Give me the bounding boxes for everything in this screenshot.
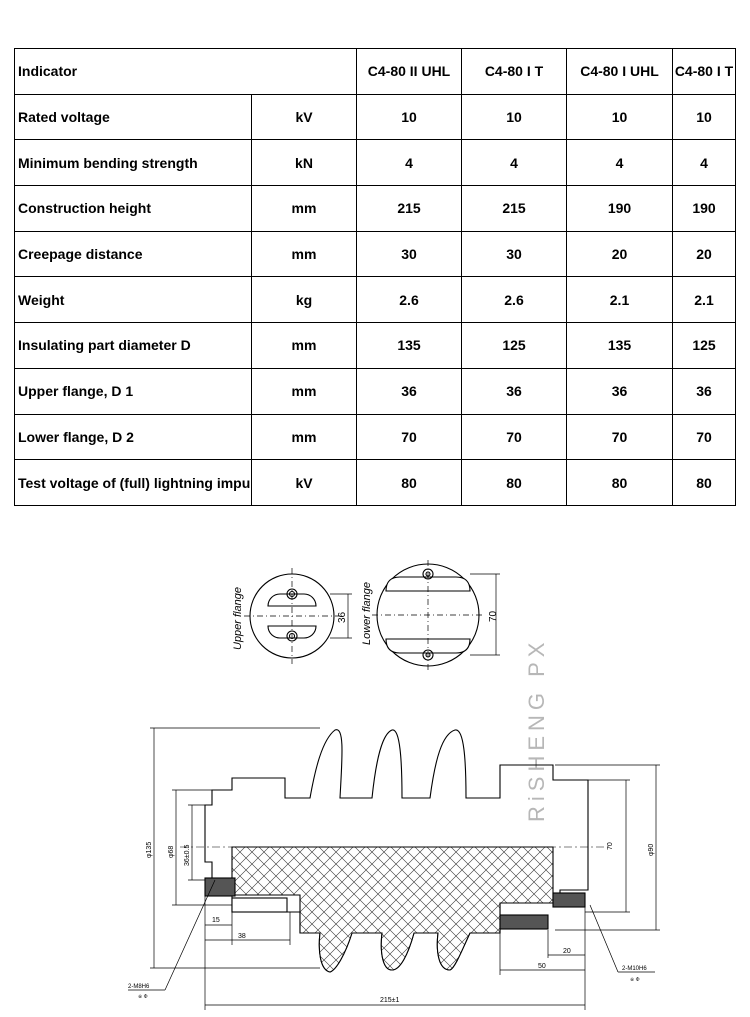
row-unit: mm <box>251 185 357 232</box>
row-value: 215 <box>356 185 462 232</box>
dim-90: φ90 <box>648 844 655 856</box>
row-unit: mm <box>251 322 357 369</box>
row-value: 30 <box>356 230 462 278</box>
table-row: Upper flange, D 1 mm 36 36 36 36 <box>14 367 736 415</box>
row-value: 125 <box>461 322 567 369</box>
dim-38: 38 <box>238 933 246 940</box>
model-header: C4-80 I T <box>672 48 736 95</box>
row-label: Rated voltage <box>14 93 252 141</box>
row-value: 80 <box>461 459 567 506</box>
row-value: 36 <box>356 367 462 415</box>
model-header: C4-80 I T <box>461 48 567 95</box>
dim-70-label: 70 <box>488 610 499 622</box>
row-value: 10 <box>356 93 462 141</box>
row-label: Construction height <box>14 185 252 232</box>
table-row: Weight kg 2.6 2.6 2.1 2.1 <box>14 276 736 324</box>
dim-68: φ68 <box>168 846 175 858</box>
row-value: 2.6 <box>461 276 567 324</box>
row-value: 4 <box>566 139 673 187</box>
table-row: Insulating part diameter D mm 135 125 13… <box>14 322 736 369</box>
dim-20: 20 <box>563 948 571 955</box>
row-value: 4 <box>672 139 736 187</box>
dim-36-label: 36 <box>337 611 348 623</box>
thread-right: 2-M10H6 <box>622 966 647 972</box>
table-row: Lower flange, D 2 mm 70 70 70 70 <box>14 413 736 461</box>
row-value: 125 <box>672 322 736 369</box>
thread-left-sub: ※ Φ <box>138 994 148 1000</box>
model-header: C4-80 I UHL <box>566 48 673 95</box>
row-value: 80 <box>566 459 673 506</box>
row-unit: kV <box>251 93 357 141</box>
row-value: 30 <box>461 230 567 278</box>
row-unit: kV <box>251 459 357 506</box>
dim-215: 215±1 <box>380 997 400 1004</box>
table-row: Test voltage of (full) lightning impu kV… <box>14 459 736 506</box>
row-value: 70 <box>672 413 736 461</box>
row-value: 10 <box>566 93 673 141</box>
row-value: 70 <box>356 413 462 461</box>
row-value: 36 <box>672 367 736 415</box>
row-unit: mm <box>251 413 357 461</box>
row-value: 2.1 <box>672 276 736 324</box>
row-value: 190 <box>672 185 736 232</box>
dim-70-side: 70 <box>607 842 614 850</box>
watermark: RiSHENG PX <box>524 638 549 822</box>
row-value: 70 <box>461 413 567 461</box>
row-label: Minimum bending strength <box>14 139 252 187</box>
row-value: 10 <box>672 93 736 141</box>
lower-flange-view <box>372 560 500 670</box>
row-value: 2.6 <box>356 276 462 324</box>
row-value: 10 <box>461 93 567 141</box>
indicator-header: Indicator <box>14 48 357 95</box>
table-row: Creepage distance mm 30 30 20 20 <box>14 230 736 278</box>
table-row: Construction height mm 215 215 190 190 <box>14 185 736 232</box>
row-label: Insulating part diameter D <box>14 322 252 369</box>
table-row: Rated voltage kV 10 10 10 10 <box>14 93 736 141</box>
upper-flange-label: Upper flange <box>232 587 244 650</box>
header-row: Indicator C4-80 II UHL C4-80 I T C4-80 I… <box>14 48 736 95</box>
model-header: C4-80 II UHL <box>356 48 462 95</box>
row-value: 190 <box>566 185 673 232</box>
row-value: 215 <box>461 185 567 232</box>
row-label: Lower flange, D 2 <box>14 413 252 461</box>
upper-flange-view <box>244 568 352 664</box>
row-label: Creepage distance <box>14 230 252 278</box>
thread-right-sub: ※ Φ <box>630 977 640 983</box>
lower-flange-label: Lower flange <box>361 582 373 645</box>
row-value: 2.1 <box>566 276 673 324</box>
row-value: 80 <box>356 459 462 506</box>
thread-left: 2-M8H6 <box>128 984 150 990</box>
row-value: 80 <box>672 459 736 506</box>
row-value: 36 <box>566 367 673 415</box>
table-row: Minimum bending strength kN 4 4 4 4 <box>14 139 736 187</box>
row-value: 4 <box>356 139 462 187</box>
dim-135: φ135 <box>146 842 153 858</box>
insulator-drawing: Upper flange 36 Lower flange 70 RiSHENG … <box>128 560 660 1010</box>
row-label: Weight <box>14 276 252 324</box>
row-value: 135 <box>566 322 673 369</box>
dim-50: 50 <box>538 963 546 970</box>
row-value: 135 <box>356 322 462 369</box>
row-value: 20 <box>566 230 673 278</box>
row-value: 4 <box>461 139 567 187</box>
row-unit: kg <box>251 276 357 324</box>
insulator-section <box>128 727 660 1010</box>
row-label: Upper flange, D 1 <box>14 367 252 415</box>
row-unit: kN <box>251 139 357 187</box>
row-label: Test voltage of (full) lightning impu <box>14 459 252 506</box>
row-unit: mm <box>251 367 357 415</box>
dim-36h: 36±0.5 <box>184 845 191 866</box>
dim-15: 15 <box>212 917 220 924</box>
row-value: 36 <box>461 367 567 415</box>
row-unit: mm <box>251 230 357 278</box>
row-value: 70 <box>566 413 673 461</box>
row-value: 20 <box>672 230 736 278</box>
spec-table: Indicator C4-80 II UHL C4-80 I T C4-80 I… <box>14 48 736 506</box>
